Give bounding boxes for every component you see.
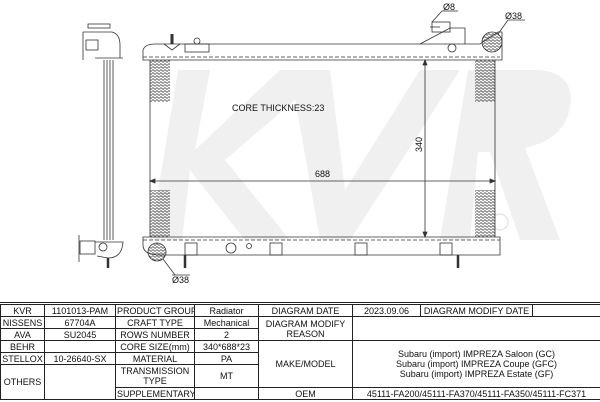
side-view-tank xyxy=(78,23,124,268)
diagram-date: 2023.09.06 xyxy=(352,304,421,317)
attr-label: ROWS NUMBER xyxy=(115,328,195,341)
bottom-tank xyxy=(142,236,501,276)
diagram-modify-date-label: DIAGRAM MODIFY DATE xyxy=(420,304,533,317)
attr-value: 2 xyxy=(194,328,259,341)
make-model-item: Subaru (import) IMPREZA Coupe (GFC) xyxy=(395,359,558,369)
attr-label: TRANSMISSION TYPE xyxy=(115,364,195,388)
attr-label: PRODUCT GROUP xyxy=(115,304,195,317)
attr-label: CRAFT TYPE xyxy=(115,316,195,329)
attr-value: 340*688*23 xyxy=(194,340,259,353)
attr-value: PA xyxy=(194,352,259,365)
table-row: SUPPLEMENTARY OEM 45111-FA200/45111-FA37… xyxy=(1,387,600,400)
height-dimension: 340 xyxy=(414,137,424,152)
attr-label: CORE SIZE(mm) xyxy=(115,340,195,353)
make-model-label: MAKE/MODEL xyxy=(258,340,353,388)
oem-value: 45111-FA200/45111-FA370/45111-FA350/4511… xyxy=(352,387,600,400)
spec-table: KVR 1101013-PAM PRODUCT GROUP Radiator D… xyxy=(0,304,600,400)
top-tank xyxy=(142,10,525,61)
brand-value: 67704A xyxy=(44,316,116,329)
make-model-list: Subaru (import) IMPREZA Saloon (GC) Suba… xyxy=(352,340,600,388)
inlet-diameter: Ø38 xyxy=(172,275,189,285)
width-dimension: 688 xyxy=(315,169,330,179)
core-thickness-label: CORE THICKNESS:23 xyxy=(232,103,324,113)
attr-label: MATERIAL xyxy=(115,352,195,365)
make-model-item: Subaru (import) IMPREZA Estate (GF) xyxy=(399,369,554,379)
table-row: OTHERS TRANSMISSION TYPE MT xyxy=(0,364,600,400)
divider xyxy=(0,302,600,303)
table-row: BEHR CORE SIZE(mm) 340*688*23 MAKE/MODEL… xyxy=(0,340,600,388)
brand-value: 10-26640-SX xyxy=(44,352,116,365)
attr-value xyxy=(194,387,259,400)
brand-value xyxy=(44,364,116,400)
brand-value xyxy=(44,340,116,353)
diagram-date-label: DIAGRAM DATE xyxy=(258,304,353,317)
attr-value: MT xyxy=(194,364,259,388)
brand-label: STELLOX xyxy=(0,352,45,365)
vent-diameter: Ø8 xyxy=(443,2,455,12)
diagram-modify-date xyxy=(532,304,600,317)
radiator-drawing: CORE THICKNESS:23 688 340 Ø38 Ø8 Ø38 xyxy=(78,2,571,285)
brand-label: BEHR xyxy=(0,340,45,353)
table-row: NISSENS 67704A CRAFT TYPE Mechanical DIA… xyxy=(0,316,600,341)
table-row: KVR 1101013-PAM PRODUCT GROUP Radiator D… xyxy=(0,304,600,317)
diagram-modify-reason xyxy=(352,316,600,341)
brand-value: SU2045 xyxy=(44,328,116,341)
watermark-kvr xyxy=(150,70,571,240)
attr-value: Mechanical xyxy=(194,316,259,329)
brand-label: AVA xyxy=(0,328,45,341)
core xyxy=(148,58,497,239)
diagram-modify-reason-label: DIAGRAM MODIFY REASON xyxy=(258,316,353,341)
attr-label: SUPPLEMENTARY xyxy=(115,387,195,400)
outlet-diameter: Ø38 xyxy=(505,11,522,21)
table-row: AVA SU2045 ROWS NUMBER 2 xyxy=(0,328,600,341)
oem-label: OEM xyxy=(258,387,353,400)
attr-value: Radiator xyxy=(194,304,259,317)
brand-label: KVR xyxy=(0,304,45,317)
brand-label: NISSENS xyxy=(0,316,45,329)
make-model-item: Subaru (import) IMPREZA Saloon (GC) xyxy=(397,349,556,359)
brand-label: OTHERS xyxy=(0,364,45,400)
brand-value: 1101013-PAM xyxy=(44,304,116,317)
